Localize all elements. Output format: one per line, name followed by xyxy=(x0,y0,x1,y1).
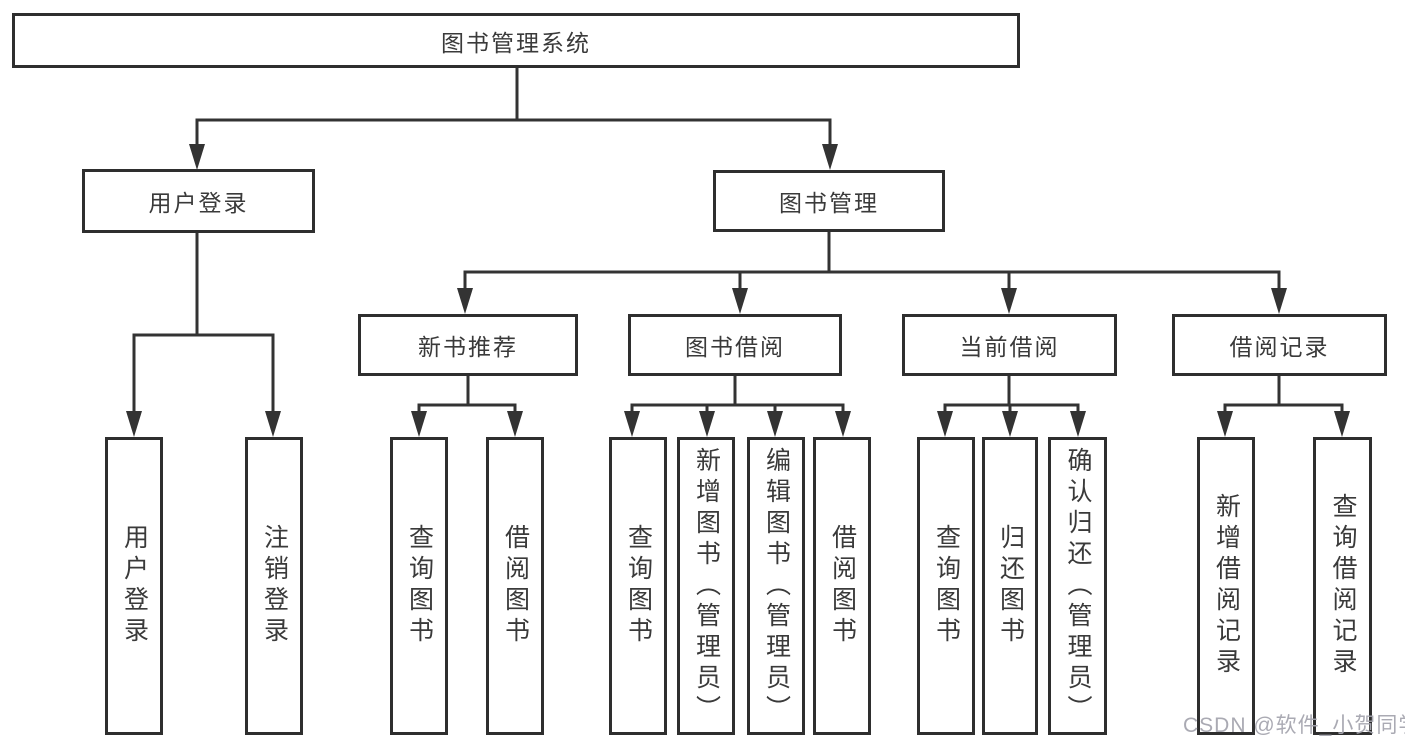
leaf-borrow-books-borrowing: 借阅图书 xyxy=(813,437,871,735)
node-new-book-recommend: 新书推荐 xyxy=(358,314,578,376)
leaf-logout-label: 注销登录 xyxy=(260,524,289,648)
leaf-edit-book-admin-label: 编辑图书（管理员） xyxy=(762,446,791,726)
node-book-management: 图书管理 xyxy=(713,170,945,232)
leaf-user-login: 用户登录 xyxy=(105,437,163,735)
node-borrow-records-label: 借阅记录 xyxy=(1229,334,1330,360)
leaf-query-books-current-label: 查询图书 xyxy=(932,524,961,648)
node-borrow-records: 借阅记录 xyxy=(1172,314,1387,376)
leaf-add-borrow-record: 新增借阅记录 xyxy=(1197,437,1255,735)
leaf-borrow-books-recommend: 借阅图书 xyxy=(486,437,544,735)
leaf-query-books-recommend: 查询图书 xyxy=(390,437,448,735)
leaf-add-book-admin-label: 新增图书（管理员） xyxy=(692,446,721,726)
node-current-borrowing: 当前借阅 xyxy=(902,314,1117,376)
leaf-return-books: 归还图书 xyxy=(982,437,1038,735)
leaf-add-book-admin: 新增图书（管理员） xyxy=(677,437,735,735)
leaf-edit-book-admin: 编辑图书（管理员） xyxy=(747,437,805,735)
csdn-watermark: CSDN @软件_小贺同学 xyxy=(1183,714,1405,737)
leaf-add-borrow-record-label: 新增借阅记录 xyxy=(1212,493,1241,679)
leaf-query-borrow-record: 查询借阅记录 xyxy=(1313,437,1372,735)
leaf-confirm-return-admin-label: 确认归还（管理员） xyxy=(1064,446,1092,726)
node-book-management-label: 图书管理 xyxy=(779,190,879,216)
node-book-borrowing: 图书借阅 xyxy=(628,314,842,376)
node-root-system-label: 图书管理系统 xyxy=(441,29,591,56)
leaf-query-books-current: 查询图书 xyxy=(917,437,975,735)
node-current-borrowing-label: 当前借阅 xyxy=(959,334,1060,360)
node-new-book-recommend-label: 新书推荐 xyxy=(418,334,518,360)
node-user-login-label: 用户登录 xyxy=(148,190,249,216)
leaf-confirm-return-admin: 确认归还（管理员） xyxy=(1048,437,1107,735)
leaf-query-books-borrowing: 查询图书 xyxy=(609,437,667,735)
node-root-system: 图书管理系统 xyxy=(12,13,1020,68)
node-user-login: 用户登录 xyxy=(82,169,315,233)
leaf-query-books-borrowing-label: 查询图书 xyxy=(624,524,653,648)
leaf-logout: 注销登录 xyxy=(245,437,303,735)
leaf-query-borrow-record-label: 查询借阅记录 xyxy=(1329,493,1357,679)
leaf-query-books-recommend-label: 查询图书 xyxy=(405,524,434,648)
leaf-borrow-books-recommend-label: 借阅图书 xyxy=(501,524,530,648)
leaf-borrow-books-borrowing-label: 借阅图书 xyxy=(828,524,857,648)
leaf-return-books-label: 归还图书 xyxy=(996,524,1025,648)
leaf-user-login-label: 用户登录 xyxy=(120,524,149,648)
node-book-borrowing-label: 图书借阅 xyxy=(685,334,785,360)
